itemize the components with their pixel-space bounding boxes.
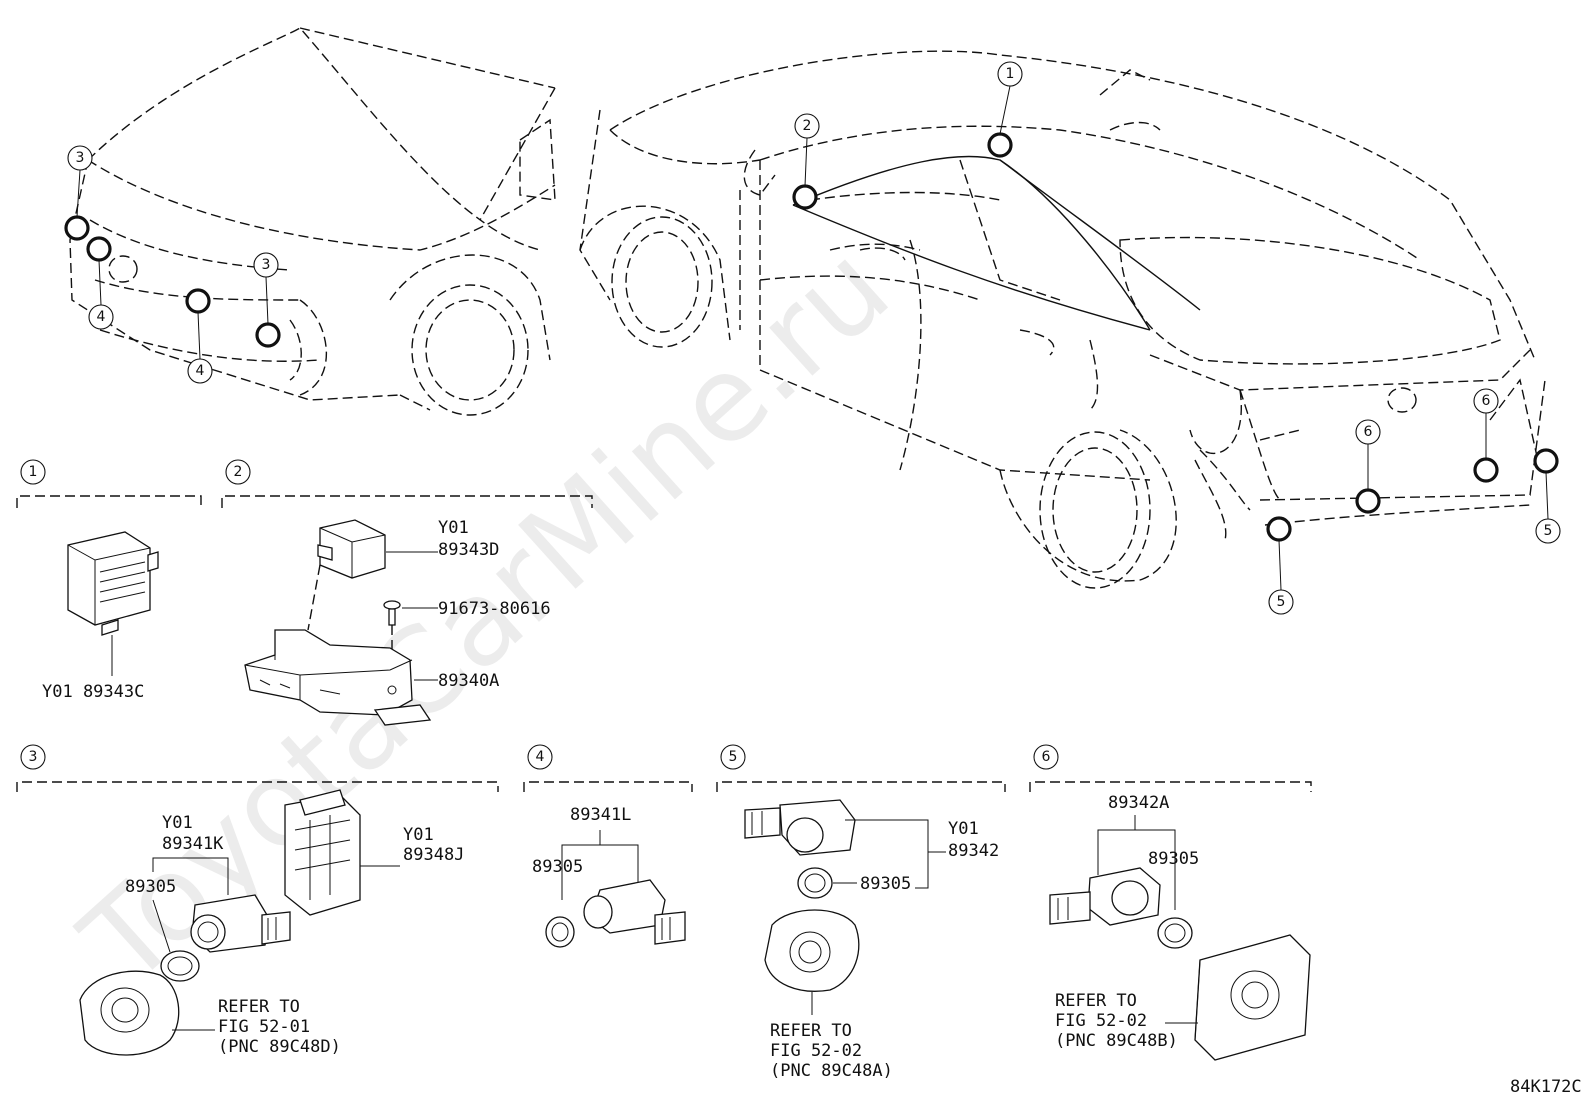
refer-line-1: REFER TO	[770, 1021, 852, 1041]
callout-1: 1	[1006, 66, 1015, 82]
section-2: 2 Y01 89343D 91673-80616 89340A	[221, 459, 593, 726]
section-number: 6	[1042, 749, 1051, 765]
ultrasonic-sensor	[744, 799, 856, 856]
sensor-marker-6-right	[1473, 457, 1499, 483]
callout-5: 5	[1544, 523, 1553, 539]
refer-line-3: (PNC 89C48B)	[1055, 1031, 1178, 1051]
sensor-marker-4-left	[86, 236, 112, 262]
part-number-89305: 89305	[532, 857, 583, 877]
callout-4: 4	[97, 309, 106, 325]
callout-2: 2	[803, 118, 812, 134]
bracket	[244, 629, 432, 726]
part-number-89342A: 89342A	[1108, 793, 1169, 813]
part-number-89343C: Y01 89343C	[42, 682, 144, 702]
part-number-89341K: 89341K	[162, 834, 224, 854]
sensor-marker-4-center	[185, 288, 211, 314]
bolt	[383, 600, 401, 626]
part-number-89343D: 89343D	[438, 540, 499, 560]
callout-circle	[67, 145, 93, 171]
part-number-89342: 89342	[948, 841, 999, 861]
callout-6: 6	[1482, 393, 1491, 409]
bumper-bezel	[1194, 934, 1311, 1061]
sensor-marker-5-right	[1533, 448, 1559, 474]
sensor-marker-3-center	[255, 322, 281, 348]
part-prefix: Y01	[948, 819, 979, 839]
refer-line-2: FIG 52-02	[1055, 1011, 1147, 1031]
sensor-retainer-ring	[1157, 917, 1193, 949]
section-3: 3 Y01 89341K 89305 Y01 89348J	[16, 744, 499, 1057]
ultrasonic-sensor	[583, 879, 686, 945]
callout-5: 5	[1277, 594, 1286, 610]
section-number: 2	[234, 464, 243, 480]
part-number-89305: 89305	[860, 874, 911, 894]
refer-line-2: FIG 52-01	[218, 1017, 310, 1037]
section-4: 4 89341L 89305	[523, 744, 693, 948]
ultrasonic-sensor	[1049, 867, 1161, 926]
callout-3: 3	[262, 257, 271, 273]
callout-3: 3	[76, 150, 85, 166]
sensor-retainer-ring	[797, 867, 833, 899]
rear-callouts: 1 2 6 6 5 5	[794, 61, 1561, 615]
callout-4: 4	[196, 363, 205, 379]
figure-code: 84K172C	[1510, 1077, 1582, 1097]
refer-line-3: (PNC 89C48A)	[770, 1061, 893, 1081]
sensor-retainer-ring	[160, 950, 200, 982]
part-number-89341L: 89341L	[570, 805, 631, 825]
refer-line-3: (PNC 89C48D)	[218, 1037, 341, 1057]
section-1: 1 Y01 89343C	[16, 459, 202, 702]
part-number-89348J: 89348J	[403, 845, 464, 865]
relay	[317, 519, 386, 579]
section-number: 3	[29, 749, 38, 765]
section-number: 1	[29, 464, 38, 480]
part-number-89340A: 89340A	[438, 671, 499, 691]
sensor-marker-6-left	[1355, 488, 1381, 514]
front-callouts: 3 4 4 3	[67, 145, 279, 384]
refer-line-1: REFER TO	[1055, 991, 1137, 1011]
section-5: 5 Y01 89342 89305 REFER TO FIG 52-02 (PN…	[716, 744, 1006, 1081]
sensor-marker-2	[792, 184, 818, 210]
rear-sensor-markers	[792, 85, 1559, 591]
ultrasonic-control-module	[67, 531, 159, 636]
section-number: 5	[729, 749, 738, 765]
rear-vehicle-view	[579, 50, 1546, 589]
front-vehicle-view	[69, 27, 556, 416]
bumper-bezel	[79, 970, 180, 1056]
sensor-retainer-ring	[545, 916, 575, 948]
section-number: 4	[536, 749, 545, 765]
part-prefix: Y01	[438, 518, 469, 538]
front-sensor-markers	[64, 169, 281, 360]
part-number-89305: 89305	[1148, 849, 1199, 869]
sensor-marker-1	[987, 132, 1013, 158]
section-6: 6 89342A 89305 REFER TO FIG 52-02 (PNC 8…	[1029, 744, 1312, 1061]
bumper-bezel	[764, 909, 860, 992]
callout-6: 6	[1364, 424, 1373, 440]
part-prefix: Y01	[162, 813, 193, 833]
sensor-marker-5-left	[1266, 516, 1292, 542]
sensor-holder	[284, 789, 361, 916]
refer-line-1: REFER TO	[218, 997, 300, 1017]
refer-line-2: FIG 52-02	[770, 1041, 862, 1061]
part-number-91673-80616: 91673-80616	[438, 599, 551, 619]
ultrasonic-sensor	[190, 894, 291, 953]
part-number-89305: 89305	[125, 877, 176, 897]
sensor-marker-3-left	[64, 215, 90, 241]
part-prefix: Y01	[403, 825, 434, 845]
